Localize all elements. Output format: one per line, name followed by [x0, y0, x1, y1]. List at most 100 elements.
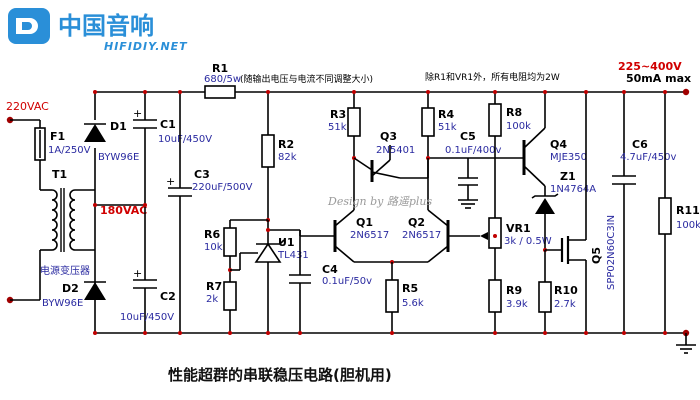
designer-watermark: Design by 路遥plus — [327, 195, 433, 208]
c1-ref: C1 — [160, 118, 176, 131]
r8-ref: R8 — [506, 106, 522, 119]
f1-ref: F1 — [50, 130, 65, 143]
u1-ref: U1 — [278, 236, 295, 249]
r1-ref: R1 — [212, 62, 228, 75]
resistor-r2: R2 82k — [261, 92, 297, 220]
d2-value: BYW96E — [42, 298, 83, 309]
junction-dots — [93, 90, 667, 335]
primary-coil-icon — [51, 189, 58, 251]
vr1-body-icon — [488, 217, 502, 249]
c5-ref: C5 — [460, 130, 476, 143]
r10-value: 2.7k — [554, 299, 576, 310]
r2-body-icon — [261, 134, 275, 168]
r3-value: 51k — [328, 122, 347, 133]
z1-value: 1N4764A — [550, 184, 596, 195]
r4-ref: R4 — [438, 108, 454, 121]
r4-body-icon — [421, 107, 435, 137]
diode-d2-icon — [84, 282, 106, 300]
mains-voltage-label: 220VAC — [6, 100, 49, 113]
potentiometer-vr1: VR1 3k / 0.5W — [480, 217, 552, 280]
q1-ref: Q1 — [356, 216, 373, 229]
output-terminal-positive — [682, 88, 690, 96]
r8-value: 100k — [506, 121, 531, 132]
c3-value: 220uF/500V — [192, 182, 253, 193]
output-current-label: 50mA max — [626, 72, 691, 85]
r9-ref: R9 — [506, 284, 522, 297]
q4-value: MJE350 — [550, 152, 587, 163]
c4-ref: C4 — [322, 263, 338, 276]
u1-icon — [254, 242, 282, 263]
capacitor-c1: + C1 10uF/450V — [133, 107, 212, 145]
r1-value: 680/5w — [204, 74, 241, 85]
q5-ref: Q5 — [590, 247, 603, 264]
c5-value: 0.1uF/400v — [445, 145, 501, 156]
fuse-f1: F1 1A/250V — [34, 127, 91, 161]
logo-badge-icon — [8, 8, 50, 44]
c2-ref: C2 — [160, 290, 176, 303]
secondary-coil-icon — [69, 189, 76, 251]
capacitor-c2: + C2 10uF/450V — [120, 267, 176, 323]
r10-ref: R10 — [554, 284, 578, 297]
c6-ref: C6 — [632, 138, 648, 151]
c6-value: 4.7uF/450v — [620, 152, 676, 163]
q3-value: 2N5401 — [376, 145, 415, 156]
svg-text:+: + — [166, 175, 175, 188]
resistor-r11: R11 100k — [658, 92, 700, 333]
diode-d1: D1 BYW96E — [84, 120, 139, 163]
z1-icon — [535, 198, 555, 214]
q1-value: 2N6517 — [350, 230, 389, 241]
svg-text:+: + — [133, 107, 142, 120]
u1-value: TL431 — [277, 250, 309, 261]
reference-u1: U1 TL431 — [240, 220, 309, 333]
r11-value: 100k — [676, 220, 700, 231]
r3-body-icon — [347, 107, 361, 137]
r5-body-icon — [385, 279, 399, 313]
output-voltage-label: 225~400V — [618, 60, 682, 73]
capacitor-c3: + C3 220uF/500V — [166, 92, 253, 333]
vr1-value: 3k / 0.5W — [504, 236, 552, 247]
logo-mark-icon — [16, 18, 38, 34]
r3-ref: R3 — [330, 108, 346, 121]
q2-value: 2N6517 — [402, 230, 441, 241]
transistor-q1: Q1 2N6517 — [299, 209, 389, 263]
r11-ref: R11 — [676, 204, 700, 217]
r6-ref: R6 — [204, 228, 220, 241]
diagram-caption: 性能超群的串联稳压电路(胆机用) — [168, 366, 392, 384]
r9-value: 3.9k — [506, 299, 528, 310]
vr1-ref: VR1 — [506, 222, 531, 235]
r7-ref: R7 — [206, 280, 222, 293]
d2-ref: D2 — [62, 282, 79, 295]
output-terminals: 225~400V 50mA max — [618, 60, 696, 354]
resistor-r8: R8 100k — [488, 92, 531, 218]
resistor-r10: R10 2.7k — [538, 250, 578, 333]
q5-value: SPP02N60C3IN — [606, 215, 617, 290]
r6-body-icon — [223, 227, 237, 257]
transformer-t1: T1 电源变压器 180VAC — [39, 168, 147, 277]
transistor-q2: Q2 2N6517 — [402, 209, 480, 263]
r11-body-icon — [658, 197, 672, 235]
capacitor-c4: C4 0.1uF/50v — [268, 229, 372, 333]
r2-value: 82k — [278, 152, 297, 163]
transformer-label: 电源变压器 — [40, 264, 90, 277]
r9-body-icon — [488, 279, 502, 313]
svg-text:+: + — [133, 267, 142, 280]
resistor-note: 除R1和VR1外，所有电阻均为2W — [425, 71, 560, 83]
resistor-r5: R5 5.6k — [385, 262, 424, 333]
r5-value: 5.6k — [402, 298, 424, 309]
q3-ref: Q3 — [380, 130, 397, 143]
resistor-r3: R3 51k — [328, 92, 361, 210]
diode-d1-icon — [84, 124, 106, 142]
r6-value: 10k — [204, 242, 223, 253]
f1-value: 1A/250V — [48, 145, 91, 156]
z1-ref: Z1 — [560, 170, 576, 183]
transistor-q4: Q4 MJE350 — [468, 92, 587, 196]
capacitor-c6: C6 4.7uF/450v — [612, 92, 676, 333]
zener-z1: Z1 1N4764A — [531, 170, 596, 250]
r10-body-icon — [538, 281, 552, 313]
input-terminals: 220VAC — [6, 100, 49, 304]
mosfet-q5: Q5 SPP02N60C3IN — [545, 92, 617, 333]
d1-value: BYW96E — [98, 152, 139, 163]
r8-body-icon — [488, 103, 502, 137]
